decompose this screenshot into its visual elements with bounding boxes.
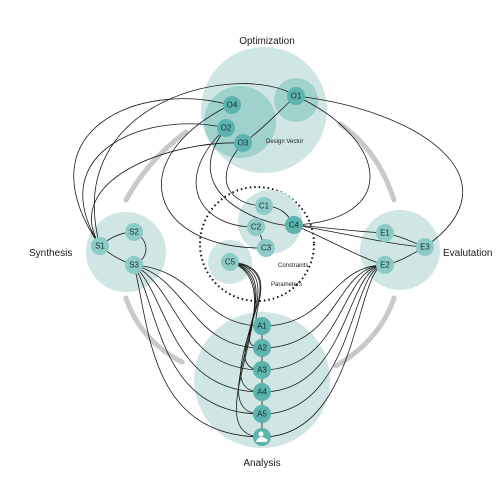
node-a3[interactable]: A3 [253, 361, 271, 379]
link-o2-c2 [195, 127, 257, 228]
node-e2[interactable]: E2 [376, 256, 394, 274]
node-e1[interactable]: E1 [376, 224, 394, 242]
link-a2-e2 [261, 264, 386, 349]
node-c1[interactable]: C1 [255, 197, 273, 215]
link-s3-a5 [133, 264, 263, 415]
node-e3-label: E3 [420, 243, 430, 252]
flow-arrow-optimization-to-synthesis [123, 129, 189, 203]
node-s2[interactable]: S2 [125, 223, 143, 241]
node-a1-label: A1 [257, 322, 267, 331]
synthesis-title: Synthesis [29, 248, 72, 259]
parameters-label: Parameters [271, 282, 302, 288]
node-s2-label: S2 [129, 228, 139, 237]
node-a4[interactable]: A4 [253, 383, 271, 401]
node-s1[interactable]: S1 [91, 237, 109, 255]
analysis-title: Analysis [243, 458, 280, 469]
node-o4[interactable]: O4 [223, 96, 241, 114]
node-a3-label: A3 [257, 366, 267, 375]
link-s3-a4 [133, 264, 263, 393]
node-e3[interactable]: E3 [416, 238, 434, 256]
node-c3-label: C3 [261, 244, 272, 253]
constraints-nodes: C1 C2 C3 C4 C5 [221, 197, 303, 271]
link-a3-e2 [261, 264, 386, 371]
synthesis-disc [86, 212, 166, 292]
node-o1[interactable]: O1 [287, 87, 305, 105]
synthesis-nodes: S1 S2 S3 [91, 223, 143, 274]
flow-arrow-analysis-to-evaluation [333, 295, 397, 369]
link-o4-s1 [73, 98, 231, 247]
link-s3-a1 [133, 264, 263, 327]
flow-arrow-synthesis-to-analysis [123, 295, 185, 365]
link-o2-c4 [209, 127, 295, 226]
link-a6-e2 [261, 264, 386, 438]
link-a4-e2 [261, 264, 386, 393]
node-a5-label: A5 [257, 410, 267, 419]
link-o1-c4 [293, 95, 371, 226]
link-o4-c3 [161, 104, 267, 249]
node-o4-label: O4 [227, 101, 238, 110]
link-o1-s1 [93, 83, 297, 247]
node-c5[interactable]: C5 [221, 253, 239, 271]
user-icon [256, 431, 268, 442]
constraints-label: Constraints [278, 263, 308, 269]
node-s3[interactable]: S3 [125, 256, 143, 274]
link-s3-a6 [133, 264, 263, 438]
link-c4-e3 [293, 224, 426, 248]
optimization-title: Optimization [239, 36, 295, 47]
node-c2[interactable]: C2 [247, 218, 265, 236]
node-o3-label: O3 [238, 139, 249, 148]
node-a2-label: A2 [257, 344, 267, 353]
link-o2-s1 [82, 123, 227, 247]
node-a1[interactable]: A1 [253, 317, 271, 335]
link-c5-a4 [229, 261, 263, 393]
node-s3-label: S3 [129, 261, 139, 270]
flow-arrow-evaluation-to-optimization [337, 121, 397, 203]
analysis-nodes: A1 A2 A3 A4 A5 [253, 317, 271, 446]
evaluation-nodes: E1 E2 E3 [376, 224, 434, 274]
node-s1-label: S1 [95, 242, 105, 251]
link-c5-a5 [229, 261, 263, 415]
node-a4-label: A4 [257, 388, 267, 397]
link-c5-a2 [229, 261, 263, 349]
optimization-nodes: O1 O4 O2 O3 [217, 87, 305, 152]
evaluation-title: Evalutation [443, 248, 492, 259]
node-c5-label: C5 [225, 258, 236, 267]
design-vector-disc-left [204, 86, 276, 158]
node-a6[interactable] [253, 428, 271, 446]
link-a1-e2 [261, 264, 386, 327]
link-o1-e3 [295, 95, 463, 248]
node-c2-label: C2 [251, 223, 262, 232]
node-o1-label: O1 [291, 92, 302, 101]
link-o3-s1 [91, 142, 244, 247]
node-o2-label: O2 [221, 124, 232, 133]
node-e2-label: E2 [380, 261, 390, 270]
node-c3[interactable]: C3 [257, 239, 275, 257]
node-c4-label: C4 [289, 221, 300, 230]
node-o2[interactable]: O2 [217, 119, 235, 137]
node-e1-label: E1 [380, 229, 390, 238]
link-s3-a2 [133, 264, 263, 349]
node-a2[interactable]: A2 [253, 339, 271, 357]
link-o3-c1 [225, 142, 265, 207]
node-c4[interactable]: C4 [285, 216, 303, 234]
node-c1-label: C1 [259, 202, 270, 211]
link-c5-a6 [229, 261, 263, 438]
node-o3[interactable]: O3 [234, 134, 252, 152]
link-s3-a3 [133, 264, 263, 371]
constraints-boundary [199, 186, 315, 302]
node-a5[interactable]: A5 [253, 405, 271, 423]
design-vector-label: Design Vector [266, 139, 303, 145]
link-a5-e2 [261, 264, 386, 415]
